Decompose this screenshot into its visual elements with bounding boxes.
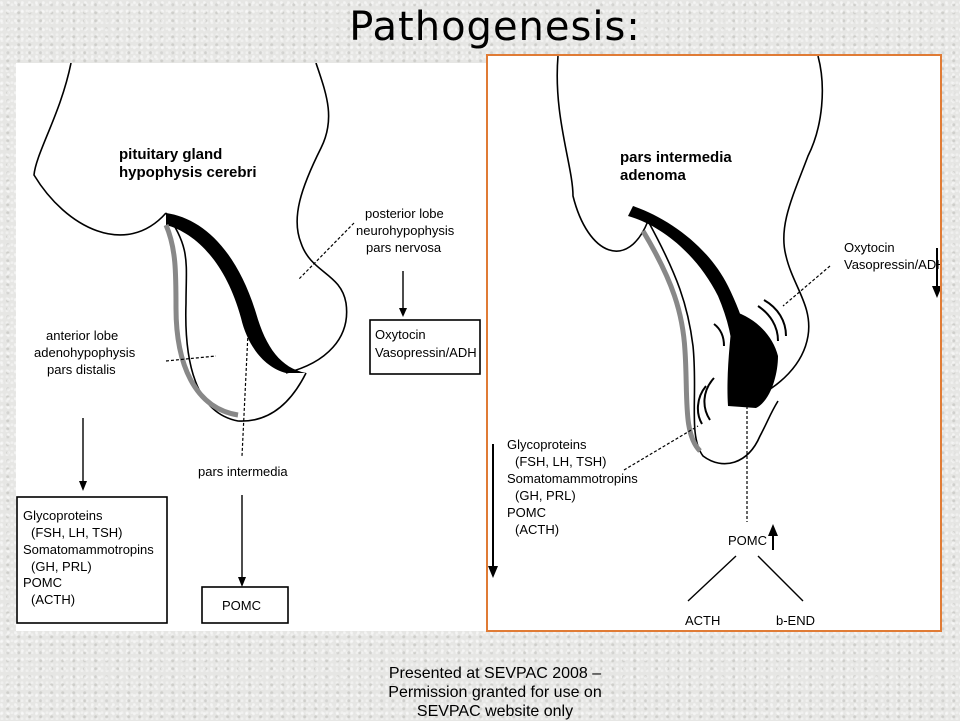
left-glyco-3: Somatomammotropins [23, 542, 154, 557]
anterior-label-3: pars distalis [47, 362, 116, 377]
right-glyco-3: Somatomammotropins [507, 471, 638, 486]
posterior-label-2: neurohypophysis [356, 223, 455, 238]
left-oxytocin: Oxytocin [375, 327, 426, 342]
infundibulum-left [33, 62, 167, 236]
right-vasopressin: Vasopressin/ADH [844, 257, 940, 272]
posterior-label-3: pars nervosa [366, 240, 442, 255]
pars-intermedia-band [166, 213, 306, 373]
adenoma-diagram: pars intermedia adenoma Oxytocin Vasopre… [488, 55, 946, 628]
right-heading-2: adenoma [620, 167, 687, 184]
left-pomc: POMC [222, 598, 261, 613]
posterior-label-1: posterior lobe [365, 206, 444, 221]
normal-pituitary-diagram: pituitary gland hypophysis cerebri poste… [16, 62, 481, 624]
right-heading-1: pars intermedia [620, 149, 732, 166]
right-acth: ACTH [685, 613, 720, 628]
adenoma-panel: pars intermedia adenoma Oxytocin Vasopre… [486, 54, 946, 632]
footer-line-1: Presented at SEVPAC 2008 – [388, 665, 602, 682]
left-glyco-6: (ACTH) [31, 592, 75, 607]
footer-line-3: SEVPAC website only [416, 703, 574, 720]
intermedia-label: pars intermedia [198, 464, 288, 479]
left-heading-1: pituitary gland [119, 146, 222, 163]
page-title: Pathogenesis: [349, 4, 641, 50]
left-vasopressin: Vasopressin/ADH [375, 345, 477, 360]
right-pomc: POMC [728, 533, 767, 548]
right-glyco-4: (GH, PRL) [515, 488, 576, 503]
adenoma-infundibulum-right [757, 55, 824, 397]
right-glyco-1: Glycoproteins [507, 437, 587, 452]
adenoma-infundibulum-left [556, 55, 649, 252]
infundibulum-right [285, 62, 348, 374]
anterior-label-1: anterior lobe [46, 328, 118, 343]
right-oxytocin: Oxytocin [844, 240, 895, 255]
normal-pituitary-panel: pituitary gland hypophysis cerebri poste… [16, 62, 486, 631]
footer-line-2: Permission granted for use on [388, 684, 602, 701]
left-glyco-2: (FSH, LH, TSH) [31, 525, 123, 540]
anterior-label-2: adenohypophysis [34, 345, 136, 360]
left-glyco-5: POMC [23, 575, 62, 590]
right-glyco-5: POMC [507, 505, 546, 520]
left-heading-2: hypophysis cerebri [119, 164, 257, 181]
footer-note: Presented at SEVPAC 2008 – Permission gr… [340, 664, 650, 721]
left-glyco-4: (GH, PRL) [31, 559, 92, 574]
anterior-lobe-outline [165, 212, 307, 422]
adenoma-mass [727, 311, 778, 408]
right-glyco-2: (FSH, LH, TSH) [515, 454, 607, 469]
left-glyco-1: Glycoproteins [23, 508, 103, 523]
right-glyco-6: (ACTH) [515, 522, 559, 537]
right-bend: b-END [776, 613, 815, 628]
